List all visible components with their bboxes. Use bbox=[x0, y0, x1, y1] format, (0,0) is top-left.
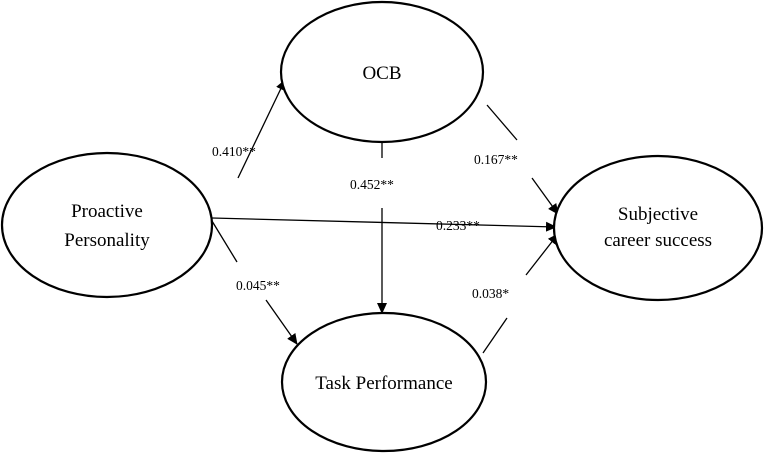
edge-proactive-to-task bbox=[211, 220, 238, 263]
node-subjective-label-line2: career success bbox=[604, 230, 712, 251]
coef-ocb-to-task: 0.452** bbox=[350, 177, 394, 192]
node-subjective-career-success: Subjective career success bbox=[552, 154, 764, 302]
coef-proactive-to-task: 0.045** bbox=[236, 278, 280, 293]
edge-proactive-to-ocb bbox=[237, 79, 286, 179]
node-ocb-label: OCB bbox=[362, 63, 401, 84]
node-ocb: OCB bbox=[279, 0, 485, 144]
node-task-performance: Task Performance bbox=[280, 311, 488, 453]
coef-proactive-to-ocb: 0.410** bbox=[212, 144, 256, 159]
edges bbox=[211, 79, 559, 354]
coef-ocb-to-subjective: 0.167** bbox=[474, 152, 518, 167]
edge-ocb-to-subjective-arrow bbox=[531, 177, 559, 215]
edge-proactive-to-task-arrow bbox=[265, 299, 298, 345]
node-proactive-label-line2: Personality bbox=[64, 230, 150, 251]
coef-proactive-to-subjective: 0.233** bbox=[436, 218, 480, 233]
coef-task-to-subjective: 0.038* bbox=[472, 286, 509, 301]
edge-proactive-to-subjective bbox=[211, 217, 557, 232]
node-task-label: Task Performance bbox=[315, 373, 452, 394]
coefficients: 0.410** 0.452** 0.167** 0.233** 0.045** … bbox=[212, 144, 518, 301]
edge-task-to-subjective bbox=[482, 317, 508, 354]
node-proactive-label-line1: Proactive bbox=[71, 201, 143, 222]
edge-task-to-subjective-arrow bbox=[525, 233, 559, 276]
node-subjective-label-line1: Subjective bbox=[618, 204, 698, 225]
edge-ocb-to-subjective bbox=[486, 104, 518, 141]
node-proactive-personality: Proactive Personality bbox=[0, 151, 214, 299]
